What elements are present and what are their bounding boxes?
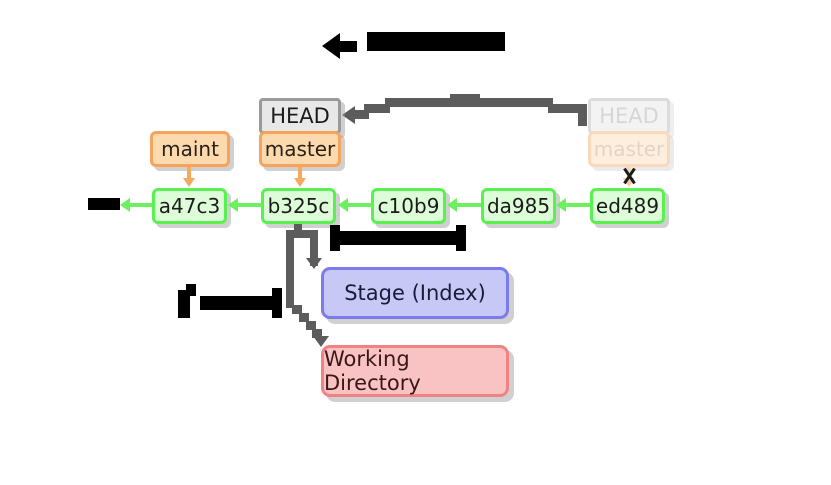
commit-id-da985: da985 [486, 194, 551, 218]
branch-ref-master[interactable]: master [259, 131, 341, 167]
title-arrow-icon [322, 33, 340, 59]
commit-id-ed489: ed489 [595, 194, 660, 218]
history-link-left [128, 203, 152, 207]
workdir-connector-diagonal-a [292, 305, 302, 314]
workdir-connector-diagonal-b [299, 313, 309, 322]
stage-connector-top [294, 230, 318, 238]
maint-to-commit-stem [187, 167, 191, 179]
workdir-label-redaction-bar [200, 296, 276, 310]
branch-ref-maint-label: maint [161, 137, 219, 161]
workdir-label-redaction-cap-right [272, 288, 282, 318]
head-move-arc-top [385, 98, 547, 107]
maint-to-commit-arrow-icon [183, 178, 195, 187]
commit-id-c10b9: c10b9 [377, 194, 440, 218]
commit-id-b325c: b325c [267, 194, 330, 218]
branch-ref-master-ghost-label: master [593, 137, 665, 161]
title-arrow-tail [335, 41, 357, 52]
head-move-arrowhead-icon [342, 106, 355, 124]
stage-connector-drop [310, 234, 318, 266]
stage-connector-arrow-icon [306, 258, 322, 269]
head-move-arc-right-stem [578, 104, 587, 126]
head-move-arc-right-upper [541, 98, 553, 107]
history-arrow-left-icon [120, 198, 130, 212]
head-ref-current-label: HEAD [270, 104, 330, 128]
parent-link-da985-c10b9 [457, 203, 481, 207]
parent-arrow-b325c-a47c3-icon [228, 198, 238, 212]
parent-arrow-ed489-da985-icon [556, 198, 566, 212]
working-directory-box[interactable]: Working Directory [321, 345, 509, 397]
workdir-connector-diagonal-c [306, 321, 316, 330]
master-to-commit-stem [298, 167, 302, 179]
commit-node-ed489[interactable]: ed489 [590, 188, 665, 224]
branch-ref-master-ghost[interactable]: master [588, 131, 670, 167]
workdir-label-redaction-notch [186, 284, 196, 296]
workdir-connector-diagonal-d [312, 329, 322, 338]
stage-label-redaction-cap-left [330, 225, 340, 251]
branch-cut-x-icon [619, 167, 639, 185]
head-ref-ghost-label: HEAD [599, 104, 659, 128]
commit-node-da985[interactable]: da985 [481, 188, 556, 224]
head-move-arc-peak [450, 94, 480, 101]
branch-ref-maint[interactable]: maint [150, 131, 230, 167]
commit-node-a47c3[interactable]: a47c3 [152, 188, 227, 224]
head-ref-ghost[interactable]: HEAD [588, 98, 670, 134]
commit-node-b325c[interactable]: b325c [261, 188, 336, 224]
commit-node-c10b9[interactable]: c10b9 [371, 188, 446, 224]
stage-index-box[interactable]: Stage (Index) [321, 267, 509, 319]
head-move-arc-left-drop [364, 104, 390, 113]
commit-id-a47c3: a47c3 [158, 194, 221, 218]
parent-link-b325c-a47c3 [238, 203, 262, 207]
stage-label-redaction-bar [336, 231, 462, 245]
workdir-label-redaction-cap-left [178, 290, 190, 318]
workdir-connector-vertical [286, 234, 294, 308]
parent-arrow-c10b9-b325c-icon [338, 198, 348, 212]
branch-ref-master-label: master [264, 137, 336, 161]
parent-link-c10b9-b325c [348, 203, 372, 207]
parent-link-ed489-da985 [566, 203, 590, 207]
head-ref-current[interactable]: HEAD [259, 98, 341, 134]
working-directory-label: Working Directory [324, 347, 421, 395]
master-ghost-to-commit-arrow-icon [623, 178, 635, 187]
parent-arrow-da985-c10b9-icon [447, 198, 457, 212]
master-to-commit-arrow-icon [294, 178, 306, 187]
workdir-connector-arrow-icon [313, 336, 329, 347]
head-move-arc-left-stem [355, 110, 369, 119]
title-redaction-bar [367, 32, 505, 51]
stage-index-label: Stage (Index) [344, 281, 486, 305]
stage-label-redaction-cap-right [456, 225, 466, 251]
history-left-redaction-bar [88, 198, 120, 210]
head-move-arc-right-rise [548, 104, 584, 113]
